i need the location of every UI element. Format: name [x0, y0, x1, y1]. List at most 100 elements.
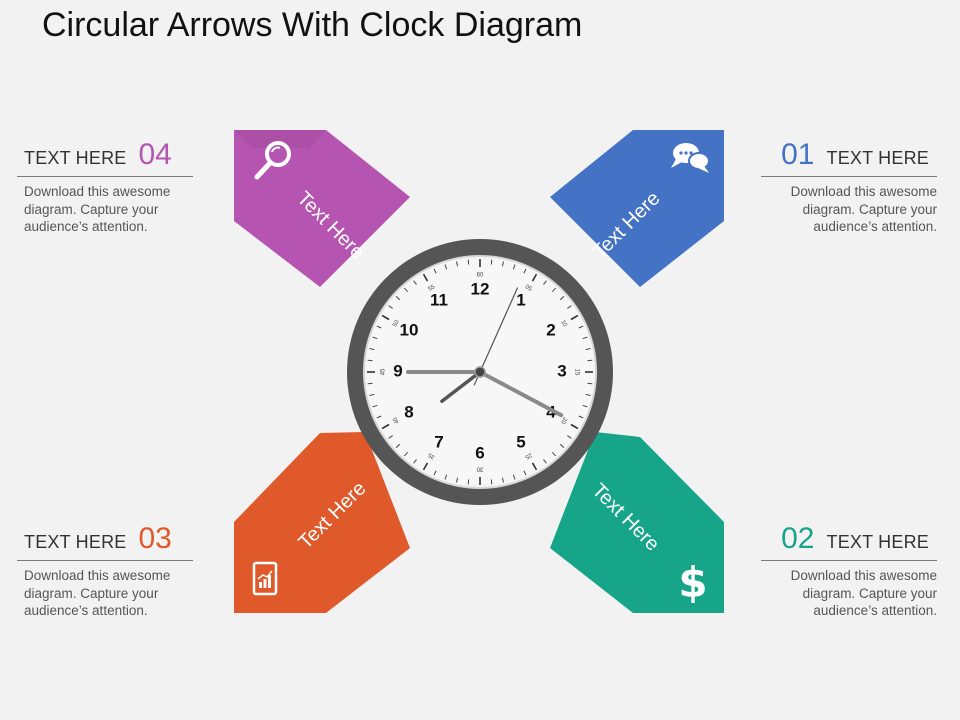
- tick-mark: [413, 459, 417, 464]
- info-number: 03: [138, 522, 172, 555]
- arrow-01: Text Here: [550, 130, 724, 287]
- divider-line: [761, 560, 937, 561]
- page-title: Circular Arrows With Clock Diagram: [42, 6, 583, 44]
- tick-mark: [543, 459, 547, 464]
- hour-number: 7: [434, 432, 443, 451]
- tick-mark: [567, 305, 572, 309]
- info-description: Download this awesome diagram. Capture y…: [790, 184, 937, 234]
- tick-mark: [404, 287, 409, 293]
- arrow-03: Text Here: [234, 432, 410, 613]
- tick-mark: [570, 423, 579, 430]
- tick-mark: [456, 477, 458, 483]
- hour-number: 8: [404, 402, 413, 421]
- divider-line: [761, 176, 937, 177]
- tick-mark: [578, 325, 584, 329]
- tick-mark: [433, 470, 437, 476]
- info-description: Download this awesome diagram. Capture y…: [24, 184, 171, 234]
- tick-mark: [388, 435, 393, 439]
- tick-mark: [376, 325, 382, 329]
- tick-mark: [381, 423, 390, 430]
- tick-mark: [467, 259, 470, 265]
- tick-mark: [567, 435, 572, 439]
- hour-hand: [440, 370, 482, 403]
- tick-mark: [367, 359, 373, 362]
- tick-mark: [531, 462, 538, 471]
- magnifier-icon: [254, 141, 291, 180]
- tick-mark: [433, 268, 437, 274]
- arrow-04: Text Here: [234, 130, 410, 287]
- tick-mark: [523, 470, 527, 476]
- tick-mark: [531, 273, 538, 282]
- minute-number: 45: [381, 368, 387, 375]
- hour-number: 12: [471, 279, 490, 298]
- divider-line: [17, 560, 193, 561]
- divider-line: [17, 176, 193, 177]
- hour-number: 10: [400, 320, 419, 339]
- info-heading: TEXT HERE: [24, 148, 127, 168]
- tick-mark: [467, 479, 470, 485]
- tablet-chart-icon: [252, 561, 278, 596]
- tick-mark: [512, 474, 516, 480]
- tick-mark: [388, 305, 393, 309]
- minute-number: 20: [559, 416, 568, 425]
- tick-mark: [585, 394, 591, 396]
- clock-hub: [474, 366, 486, 378]
- tick-mark: [413, 280, 417, 285]
- info-description: Download this awesome diagram. Capture y…: [24, 568, 171, 618]
- tick-mark: [523, 268, 527, 274]
- tick-mark: [502, 477, 504, 483]
- info-description: Download this awesome diagram. Capture y…: [790, 568, 937, 618]
- minute-number: 60: [477, 273, 484, 279]
- minute-number: 05: [524, 284, 533, 293]
- tick-mark: [551, 451, 556, 457]
- info-number: 02: [781, 522, 815, 555]
- tick-mark: [502, 261, 504, 267]
- tick-mark: [395, 296, 401, 301]
- info-heading: TEXT HERE: [826, 148, 929, 168]
- tick-mark: [422, 462, 429, 471]
- tick-mark: [404, 451, 409, 457]
- minute-ticks: [367, 259, 593, 485]
- minute-number: 40: [392, 415, 401, 424]
- hour-number: 2: [546, 320, 555, 339]
- clock-hands: [406, 287, 564, 418]
- info-block-01: 01 TEXT HERE Download this awesome diagr…: [761, 138, 937, 234]
- minute-number: 25: [523, 451, 532, 460]
- chat-bubbles-icon: [671, 143, 710, 173]
- tick-mark: [585, 348, 591, 350]
- hour-number: 5: [516, 432, 525, 451]
- tick-mark: [456, 261, 458, 267]
- hour-number: 11: [430, 290, 448, 309]
- minute-number: 10: [559, 319, 568, 328]
- hour-number: 6: [475, 443, 484, 462]
- tick-mark: [570, 314, 579, 321]
- arrow-02: Text Here $: [550, 432, 724, 613]
- info-number: 04: [138, 138, 172, 171]
- tick-mark: [578, 415, 584, 419]
- tick-mark: [395, 443, 401, 448]
- info-block-03: TEXT HERE 03 Download this awesome diagr…: [17, 522, 193, 618]
- dollar-icon: $: [678, 558, 707, 607]
- tick-mark: [559, 443, 565, 448]
- tick-mark: [587, 359, 593, 362]
- info-block-02: 02 TEXT HERE Download this awesome diagr…: [761, 522, 937, 618]
- tick-mark: [587, 382, 593, 385]
- minute-number: 30: [476, 465, 483, 471]
- minute-number: 15: [573, 369, 579, 376]
- hour-number: 3: [557, 361, 566, 380]
- hour-number: 9: [393, 361, 402, 380]
- tick-mark: [444, 264, 448, 270]
- tick-mark: [376, 415, 382, 419]
- tick-mark: [367, 382, 373, 385]
- hour-labels: 121234567891011: [393, 279, 566, 462]
- tick-mark: [444, 474, 448, 480]
- tick-mark: [512, 264, 516, 270]
- info-heading: TEXT HERE: [24, 532, 127, 552]
- tick-mark: [582, 336, 588, 340]
- tick-mark: [369, 394, 375, 396]
- tick-mark: [422, 273, 429, 282]
- tick-mark: [372, 336, 378, 340]
- tick-mark: [490, 479, 493, 485]
